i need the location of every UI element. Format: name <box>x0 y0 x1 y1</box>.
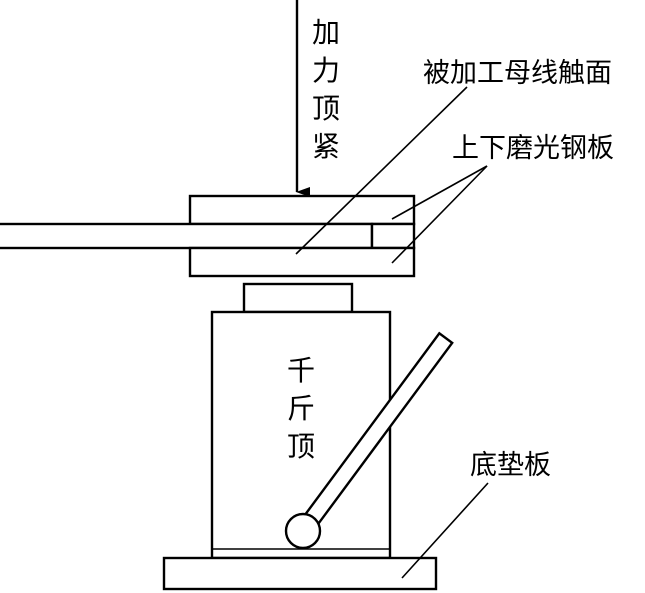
jack-label-char-1: 千 <box>287 354 315 387</box>
jack-label-char-2: 斤 <box>287 392 315 425</box>
busbar <box>0 222 374 250</box>
base-plate-leader <box>401 482 489 579</box>
contact-surface-leader <box>295 86 468 255</box>
steel-plates-label: 上下磨光钢板 <box>452 133 614 164</box>
force-label-char-1: 加 <box>312 16 340 49</box>
jack-label-char-3: 顶 <box>287 430 315 463</box>
base-plate-label: 底垫板 <box>470 450 551 481</box>
spacer-block <box>370 222 416 250</box>
force-label-char-4: 紧 <box>312 130 340 163</box>
handle-pivot <box>284 512 322 550</box>
contact-surface-label: 被加工母线触面 <box>423 58 612 89</box>
jack-ram <box>242 282 354 314</box>
steel-plates-leader-lower <box>391 165 488 264</box>
force-label-char-2: 力 <box>312 54 340 87</box>
base-plate <box>162 556 438 591</box>
steel-plates-leader-upper <box>391 165 488 220</box>
upper-steel-plate <box>188 194 416 226</box>
lower-steel-plate <box>188 246 416 278</box>
force-label-char-3: 顶 <box>312 92 340 125</box>
